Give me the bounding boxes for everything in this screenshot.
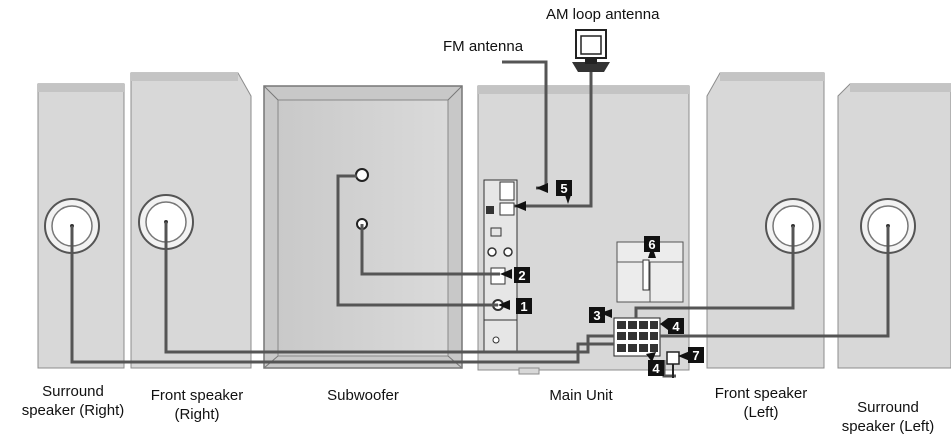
marker-7: 7 bbox=[692, 348, 699, 363]
surround-left-label: Surround speaker (Left) bbox=[828, 398, 948, 436]
front-left-label-line2: (Left) bbox=[743, 404, 779, 421]
am-antenna-wire bbox=[514, 72, 593, 208]
surround-right-label-line2: speaker (Right) bbox=[21, 402, 125, 419]
am-loop-antenna bbox=[572, 29, 610, 72]
subwoofer-audio-cable bbox=[336, 174, 498, 307]
power-plug-icon bbox=[666, 351, 680, 378]
fm-antenna-label: FM antenna bbox=[443, 38, 524, 55]
marker-4b: 4 bbox=[652, 361, 660, 376]
marker-3: 3 bbox=[593, 308, 600, 323]
cables bbox=[70, 60, 890, 378]
am-antenna-label: AM loop antenna bbox=[546, 6, 660, 23]
subwoofer-power-cable bbox=[360, 224, 500, 276]
front-left-label-line1: Front speaker bbox=[714, 385, 808, 402]
surround-left-cable bbox=[660, 226, 890, 338]
marker-6: 6 bbox=[648, 237, 655, 252]
step-markers: 1 2 3 4 4 5 6 7 bbox=[514, 180, 704, 376]
front-left-cable bbox=[634, 226, 795, 318]
surround-speaker-left bbox=[837, 83, 951, 369]
surround-right-cable bbox=[70, 226, 614, 364]
front-left-label: Front speaker (Left) bbox=[696, 384, 826, 422]
subwoofer bbox=[263, 85, 463, 369]
main-unit-label: Main Unit bbox=[526, 386, 636, 405]
surround-left-label-line2: speaker (Left) bbox=[841, 418, 935, 435]
surround-speaker-right bbox=[37, 83, 125, 369]
front-right-label-line2: (Right) bbox=[174, 406, 220, 423]
marker-2: 2 bbox=[518, 268, 525, 283]
front-speaker-left bbox=[706, 72, 825, 369]
speaker-terminal-block bbox=[613, 317, 661, 357]
marker-4a: 4 bbox=[672, 319, 680, 334]
surround-left-label-line1: Surround bbox=[857, 399, 919, 416]
main-unit-label-line1: Main Unit bbox=[549, 387, 613, 404]
main-unit bbox=[477, 85, 690, 375]
marker-1: 1 bbox=[520, 299, 527, 314]
subwoofer-label-line1: Subwoofer bbox=[327, 387, 399, 404]
front-speaker-right bbox=[130, 72, 252, 369]
front-right-label-line1: Front speaker bbox=[150, 387, 244, 404]
surround-right-label: Surround speaker (Right) bbox=[10, 382, 136, 420]
front-right-cable bbox=[164, 222, 614, 354]
subwoofer-label: Subwoofer bbox=[296, 386, 430, 405]
surround-right-label-line1: Surround bbox=[42, 383, 104, 400]
marker-5: 5 bbox=[560, 181, 567, 196]
front-right-label: Front speaker (Right) bbox=[134, 386, 260, 424]
